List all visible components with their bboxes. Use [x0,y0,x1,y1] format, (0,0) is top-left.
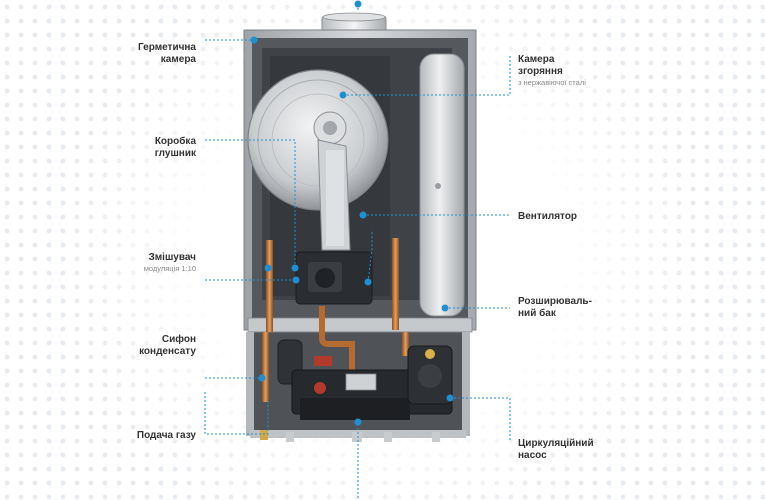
leader-lines [204,2,511,500]
label-combustion-chamber-sub: з нержавіючої сталі [518,78,586,87]
label-mixer-title: Змішувач [148,252,196,263]
leader-combustion-chamber [343,55,511,96]
label-fan: Вентилятор [518,211,578,222]
leader-fan-mixer [367,230,373,283]
leader-circulation-pump [450,397,511,440]
label-mixer: Змішувач модуляція 1:10 [116,240,196,286]
dot-combustion-chamber [339,91,347,99]
bottom-connectors [260,430,440,442]
dot-muffler-box [291,264,299,272]
dot-circulation-pump [446,394,454,402]
label-muffler-box: Коробка глушник [154,136,196,159]
label-circulation-pump: Циркуляційний насос [518,438,594,461]
dot-mixer [292,276,300,284]
copper-pipes [262,238,409,402]
dot-left-pipe [264,264,272,272]
callout-dots [250,0,454,426]
label-mixer-sub: модуляція 1:10 [143,264,196,273]
heat-exchanger [247,69,389,251]
label-combustion-chamber-title: Камера згоряння [518,54,563,77]
label-combustion-chamber: Камера згоряння з нержавіючої сталі [518,42,638,100]
dot-fan [359,211,367,219]
label-condensate-trap: Сифон конденсату [139,334,196,357]
expansion-tank [419,53,465,317]
leader-muffler-box [205,139,296,268]
dot-condensate-trap [258,374,266,382]
dot-flue [354,0,362,8]
fan-mixer-unit [295,251,373,305]
dot-fan-mixer [364,278,372,286]
leader-gas-supply [204,392,269,435]
label-gas-supply: Подача газу [136,430,196,441]
label-expansion-tank: Розширюваль- ний бак [518,296,592,319]
dot-bottom [354,418,362,426]
dot-sealed-chamber [250,36,258,44]
dot-expansion-tank [441,304,449,312]
hydraulic-block [277,339,453,420]
label-sealed-chamber: Герметична камера [138,42,196,65]
